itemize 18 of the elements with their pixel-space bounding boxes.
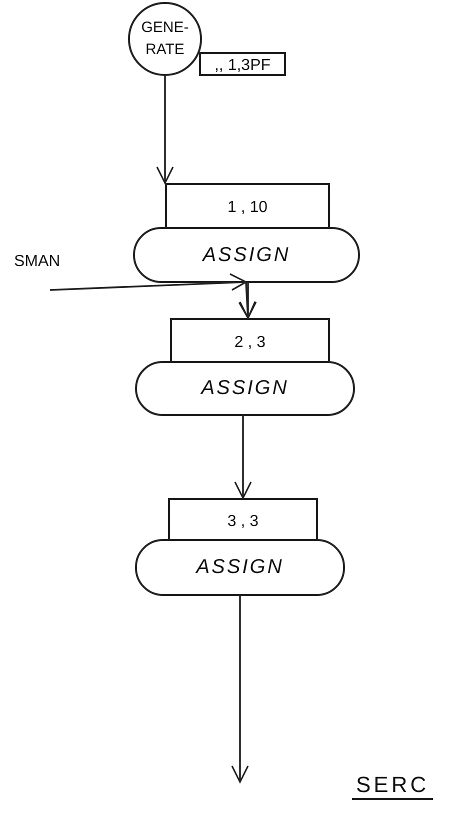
generate-circle (128, 2, 202, 76)
block-text: ,, 1,3PF (214, 57, 271, 75)
underlined-label: SERC (352, 772, 434, 800)
operand-box (170, 318, 330, 363)
operand-box (168, 498, 318, 541)
block-text: ASSIGN (196, 556, 284, 579)
block-text: 2 , 3 (234, 334, 266, 352)
block-text: 1 , 10 (227, 199, 268, 217)
block-text: 3 , 3 (227, 512, 259, 530)
block-text: GENE- RATE (140, 18, 190, 60)
block-text: ASSIGN (202, 244, 290, 266)
operand-box (199, 52, 286, 76)
assign-block (133, 227, 360, 283)
operand-box (165, 183, 330, 229)
assign-block (135, 539, 345, 596)
block-text: ASSIGN (201, 377, 289, 400)
input-label: SMAN (14, 248, 104, 276)
assign-block (135, 361, 355, 416)
